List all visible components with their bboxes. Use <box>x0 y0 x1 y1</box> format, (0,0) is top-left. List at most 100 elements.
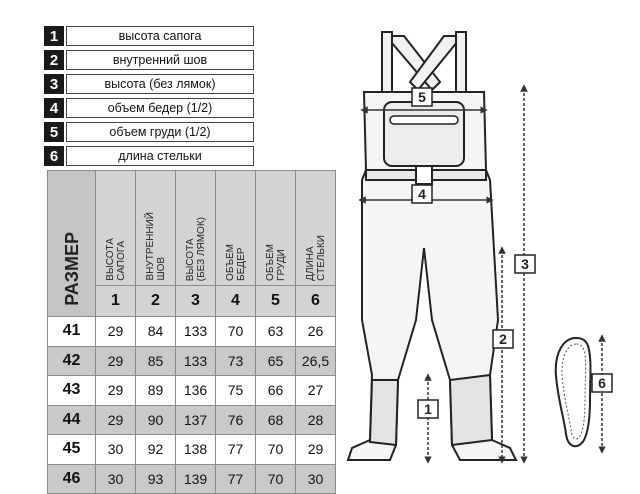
column-header: внутренний шов <box>135 170 176 286</box>
table-row: 43 29 89 136 75 66 27 <box>47 375 336 406</box>
belt-buckle-icon <box>415 165 433 185</box>
table-cell: 85 <box>135 345 176 376</box>
table-cell: 29 <box>95 375 136 406</box>
column-number: 1 <box>95 285 136 317</box>
size-column-header: РАЗМЕР <box>47 170 96 317</box>
table-cell: 76 <box>215 404 256 435</box>
size-cell: 44 <box>47 404 96 435</box>
legend-number: 3 <box>44 74 64 94</box>
legend-number: 4 <box>44 98 64 118</box>
table-cell: 92 <box>135 434 176 465</box>
column-number: 5 <box>255 285 296 317</box>
table-row: 42 29 85 133 73 65 26,5 <box>47 345 336 376</box>
table-header-row: РАЗМЕР высота сапога внутренний шов высо… <box>47 170 336 317</box>
column-header: высота (без лямок) <box>175 170 216 286</box>
marker-5-box <box>411 87 433 107</box>
legend-label: внутренний шов <box>66 50 254 70</box>
table-cell: 77 <box>215 434 256 465</box>
size-cell: 41 <box>47 316 96 347</box>
table-cell: 73 <box>215 345 256 376</box>
legend-label: высота сапога <box>66 26 254 46</box>
column-number: 3 <box>175 285 216 317</box>
table-row: 41 29 84 133 70 63 26 <box>47 316 336 347</box>
table-cell: 65 <box>255 345 296 376</box>
chest-pocket <box>383 101 465 167</box>
table-cell: 30 <box>95 434 136 465</box>
pocket-zipper <box>389 115 459 125</box>
column-title: длина стельки <box>304 235 327 281</box>
wader-illustration: 5 4 3 2 1 6 <box>346 31 613 464</box>
table-cell: 68 <box>255 404 296 435</box>
marker-6-label: 6 <box>598 375 606 391</box>
table-cell: 26 <box>295 316 336 347</box>
table-cell: 93 <box>135 463 176 494</box>
legend-label: длина стельки <box>66 146 254 166</box>
table-cell: 29 <box>95 316 136 347</box>
table-cell: 77 <box>215 463 256 494</box>
legend-label: объем бедер (1/2) <box>66 98 254 118</box>
legend-number: 5 <box>44 122 64 142</box>
table-cell: 29 <box>95 404 136 435</box>
marker-2-box <box>492 329 514 349</box>
table-cell: 133 <box>175 345 216 376</box>
table-cell: 26,5 <box>295 345 336 376</box>
legend-label: высота (без лямок) <box>66 74 254 94</box>
marker-3-box <box>514 254 536 274</box>
boot-right <box>448 373 494 447</box>
marker-1-label: 1 <box>424 401 432 417</box>
marker-2-label: 2 <box>499 331 507 347</box>
column-title: высота сапога <box>104 238 127 281</box>
marker-4-label: 4 <box>418 186 426 202</box>
wader-diagram: 5 4 3 2 1 6 <box>340 20 630 480</box>
table-cell: 30 <box>95 463 136 494</box>
marker-4-box <box>411 184 433 204</box>
legend-label: объем груди (1/2) <box>66 122 254 142</box>
table-cell: 28 <box>295 404 336 435</box>
column-title: внутренний шов <box>144 212 167 281</box>
size-cell: 46 <box>47 463 96 494</box>
size-table: РАЗМЕР высота сапога внутренний шов высо… <box>47 170 336 494</box>
table-cell: 139 <box>175 463 216 494</box>
table-cell: 75 <box>215 375 256 406</box>
insole <box>554 336 592 448</box>
column-title: высота (без лямок) <box>184 216 207 281</box>
table-cell: 29 <box>295 434 336 465</box>
table-cell: 136 <box>175 375 216 406</box>
column-number-row: 1 2 3 4 5 6 <box>48 285 336 317</box>
table-cell: 70 <box>255 463 296 494</box>
legend-number: 6 <box>44 146 64 166</box>
marker-1-box <box>417 399 439 419</box>
suspenders <box>381 31 467 93</box>
column-title: объем груди <box>264 244 287 281</box>
column-number: 6 <box>295 285 336 317</box>
size-cell: 43 <box>47 375 96 406</box>
marker-5-label: 5 <box>418 89 426 105</box>
table-cell: 63 <box>255 316 296 347</box>
marker-6-box <box>591 373 613 393</box>
column-header: длина стельки <box>295 170 336 286</box>
table-cell: 90 <box>135 404 176 435</box>
table-cell: 89 <box>135 375 176 406</box>
column-header: объем бедер <box>215 170 256 286</box>
table-cell: 29 <box>95 345 136 376</box>
table-row: 46 30 93 139 77 70 30 <box>47 463 336 494</box>
table-cell: 133 <box>175 316 216 347</box>
table-cell: 27 <box>295 375 336 406</box>
table-cell: 137 <box>175 404 216 435</box>
legend-number: 1 <box>44 26 64 46</box>
column-header: объем груди <box>255 170 296 286</box>
table-cell: 70 <box>215 316 256 347</box>
column-header: высота сапога <box>95 170 136 286</box>
marker-3-label: 3 <box>521 256 529 272</box>
table-row: 45 30 92 138 77 70 29 <box>47 434 336 465</box>
table-cell: 30 <box>295 463 336 494</box>
legend-number: 2 <box>44 50 64 70</box>
size-cell: 42 <box>47 345 96 376</box>
column-number: 4 <box>215 285 256 317</box>
size-header-label: РАЗМЕР <box>61 232 82 306</box>
table-cell: 66 <box>255 375 296 406</box>
table-cell: 84 <box>135 316 176 347</box>
column-number: 2 <box>135 285 176 317</box>
boot-left <box>368 379 400 447</box>
size-cell: 45 <box>47 434 96 465</box>
